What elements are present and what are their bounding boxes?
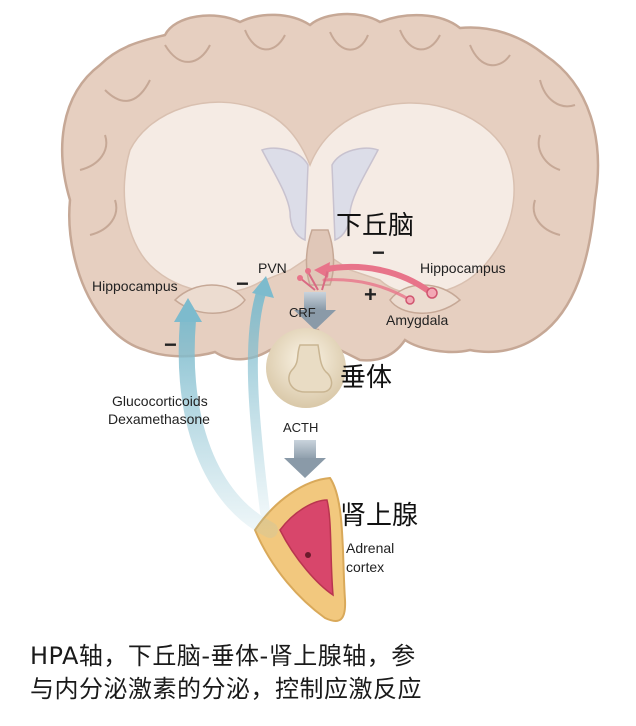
acth-arrow (284, 440, 326, 478)
minus-sign-top-right: − (372, 240, 385, 265)
glucocorticoids-label-line1: Glucocorticoids (112, 393, 208, 409)
pvn-label: PVN (258, 260, 287, 276)
glucocorticoid-feedback-arrow (174, 276, 278, 538)
pvn-neurons (297, 266, 332, 291)
amygdala-node (426, 287, 438, 299)
plus-sign-right: + (364, 282, 377, 307)
caption: HPA轴，下丘脑-垂体-肾上腺轴，参 与内分泌激素的分泌，控制应激反应 (30, 640, 620, 706)
pituitary-gland (266, 328, 346, 408)
amygdala-label: Amygdala (386, 312, 448, 328)
acth-label: ACTH (283, 420, 318, 435)
minus-sign-feedback: − (164, 332, 177, 357)
pituitary-cn-label: 垂体 (340, 363, 392, 393)
hippocampus-left-label: Hippocampus (92, 278, 178, 294)
crf-arrow (294, 292, 336, 330)
brain-section (61, 12, 600, 362)
limbic-input-arrows (314, 262, 438, 305)
crf-label: CRF (289, 305, 316, 320)
caption-line-2: 与内分泌激素的分泌，控制应激反应 (30, 675, 422, 703)
adrenal-label-line2: cortex (346, 559, 384, 575)
adrenal-cn-label: 肾上腺 (340, 501, 418, 531)
hippocampus-right-label: Hippocampus (420, 260, 506, 276)
minus-sign-pvn-left: − (236, 271, 249, 296)
glucocorticoids-label-line2: Dexamethasone (108, 411, 210, 427)
caption-line-1: HPA轴，下丘脑-垂体-肾上腺轴，参 (30, 642, 416, 670)
adrenal-label-line1: Adrenal (346, 540, 394, 556)
hypothalamus-cn-label: 下丘脑 (336, 211, 414, 241)
adrenal-gland (253, 476, 347, 622)
